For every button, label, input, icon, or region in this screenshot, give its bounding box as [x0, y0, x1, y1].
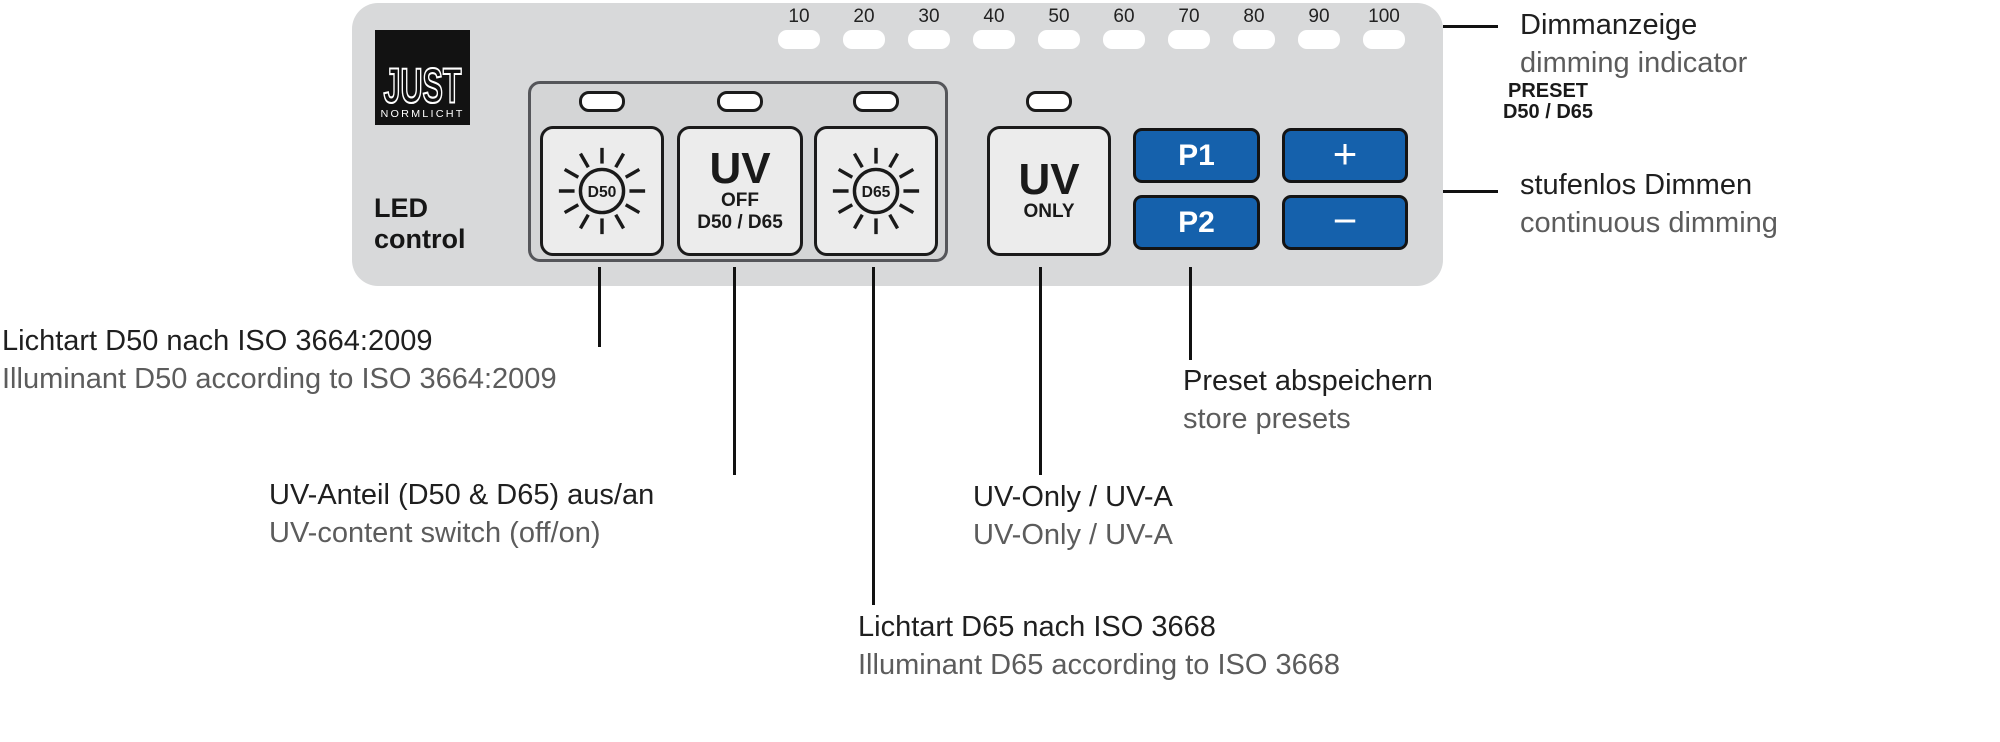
dimming-led: [1233, 30, 1275, 49]
annotation-d50: Lichtart D50 nach ISO 3664:2009 Illumina…: [2, 322, 557, 398]
uv-off-button-sub1: OFF: [721, 190, 759, 211]
annotation-continuous: stufenlos Dimmen continuous dimming: [1520, 166, 1778, 242]
dimming-step-20: 20: [843, 6, 885, 49]
annotation-preset-en: store presets: [1183, 403, 1351, 435]
sun-d65-icon: D65: [832, 147, 920, 235]
dimming-step-90: 90: [1298, 6, 1340, 49]
dimming-led: [973, 30, 1015, 49]
brand-line-led: LED: [374, 193, 428, 223]
annotation-dimming-en: dimming indicator: [1520, 47, 1748, 79]
dimming-step-label: 10: [788, 6, 810, 27]
preset-1-button-label: P1: [1178, 138, 1215, 172]
dimming-step-80: 80: [1233, 6, 1275, 49]
plus-icon: +: [1332, 129, 1358, 177]
dimming-step-40: 40: [973, 6, 1015, 49]
dimming-step-label: 60: [1113, 6, 1135, 27]
annotation-uv-content: UV-Anteil (D50 & D65) aus/an UV-content …: [269, 476, 654, 552]
preset-label-line1: PRESET: [1507, 80, 1589, 102]
annotation-continuous-de: stufenlos Dimmen: [1520, 169, 1753, 201]
preset-2-button-label: P2: [1178, 205, 1215, 239]
leader-line-d50: [598, 267, 601, 347]
leader-line-d65: [872, 267, 875, 605]
annotation-uv-content-en: UV-content switch (off/on): [269, 517, 601, 549]
dimming-step-30: 30: [908, 6, 950, 49]
dimming-led: [908, 30, 950, 49]
dim-minus-button[interactable]: −: [1282, 195, 1408, 250]
logo-graphic: JUST NORMLICHT: [381, 59, 465, 120]
leader-line-uv-content: [733, 267, 736, 475]
annotation-uv-content-de: UV-Anteil (D50 & D65) aus/an: [269, 479, 655, 511]
d50-indicator-led: [579, 91, 625, 112]
dimming-step-label: 50: [1048, 6, 1070, 27]
dimming-step-label: 100: [1368, 6, 1400, 27]
dimming-step-70: 70: [1168, 6, 1210, 49]
dimming-step-label: 30: [918, 6, 940, 27]
dimming-led: [1168, 30, 1210, 49]
logo-subtitle: NORMLICHT: [381, 109, 465, 120]
brand-line-control: control: [374, 224, 466, 254]
dimming-step-60: 60: [1103, 6, 1145, 49]
leader-line-preset: [1189, 267, 1192, 360]
annotation-preset-de: Preset abspeichern: [1183, 365, 1433, 397]
d65-indicator-led: [853, 91, 899, 112]
preset-2-button[interactable]: P2: [1133, 195, 1260, 250]
dimming-led: [778, 30, 820, 49]
annotation-uv-only: UV-Only / UV-A UV-Only / UV-A: [973, 478, 1173, 554]
annotation-preset: Preset abspeichern store presets: [1183, 362, 1433, 438]
annotation-d65-de: Lichtart D65 nach ISO 3668: [858, 611, 1216, 643]
annotation-d50-en: Illuminant D50 according to ISO 3664:200…: [2, 363, 557, 395]
dimming-step-10: 10: [778, 6, 820, 49]
annotation-dimming: Dimmanzeige dimming indicator: [1520, 6, 1747, 82]
uv-only-button-sub: ONLY: [1023, 201, 1075, 222]
uv-only-button-title: UV: [1018, 155, 1080, 204]
just-normlicht-logo: JUST NORMLICHT: [375, 30, 470, 125]
preset-label-line2: D50 / D65: [1502, 101, 1594, 123]
annotation-d65: Lichtart D65 nach ISO 3668 Illuminant D6…: [858, 608, 1340, 684]
annotation-d50-de: Lichtart D50 nach ISO 3664:2009: [2, 325, 433, 357]
dimming-step-100: 100: [1363, 6, 1405, 49]
dimming-led: [1298, 30, 1340, 49]
d50-button-label: D50: [588, 184, 617, 201]
brand-text: LED control: [374, 193, 466, 255]
leader-line-continuous: [1443, 190, 1498, 193]
dimming-step-50: 50: [1038, 6, 1080, 49]
d50-button[interactable]: D50: [540, 126, 664, 256]
annotation-uv-only-en: UV-Only / UV-A: [973, 519, 1173, 551]
dimming-step-label: 80: [1243, 6, 1265, 27]
sun-d50-icon: D50: [558, 147, 646, 235]
dimming-step-label: 20: [853, 6, 875, 27]
uv-off-button-title: UV: [709, 144, 771, 193]
leader-line-dimming: [1443, 25, 1498, 28]
dimming-led: [1363, 30, 1405, 49]
preset-1-button[interactable]: P1: [1133, 128, 1260, 183]
leader-line-uv-only: [1039, 267, 1042, 475]
minus-icon: −: [1332, 196, 1358, 244]
control-panel: JUST NORMLICHT LED control 10 20 30: [352, 3, 1593, 286]
annotation-continuous-en: continuous dimming: [1520, 207, 1778, 239]
uv-off-button[interactable]: UV OFF D50 / D65: [677, 126, 803, 256]
dimming-step-label: 40: [983, 6, 1005, 27]
annotation-dimming-de: Dimmanzeige: [1520, 9, 1698, 41]
dimming-led: [1038, 30, 1080, 49]
dimming-step-label: 90: [1308, 6, 1330, 27]
uv-only-button[interactable]: UV ONLY: [987, 126, 1111, 256]
uv-off-indicator-led: [717, 91, 763, 112]
d65-button[interactable]: D65: [814, 126, 938, 256]
dim-plus-button[interactable]: +: [1282, 128, 1408, 183]
annotation-d65-en: Illuminant D65 according to ISO 3668: [858, 649, 1340, 681]
uv-only-indicator-led: [1026, 91, 1072, 112]
dimming-led: [1103, 30, 1145, 49]
dimming-led: [843, 30, 885, 49]
uv-off-button-sub2: D50 / D65: [697, 212, 783, 233]
preset-label: PRESET D50 / D65: [1448, 81, 1648, 123]
logo-wordmark: JUST: [384, 60, 462, 114]
d65-button-label: D65: [862, 184, 891, 201]
dimming-step-label: 70: [1178, 6, 1200, 27]
dimming-scale: 10 20 30 40 50 60: [778, 6, 1405, 49]
annotation-uv-only-de: UV-Only / UV-A: [973, 481, 1173, 513]
